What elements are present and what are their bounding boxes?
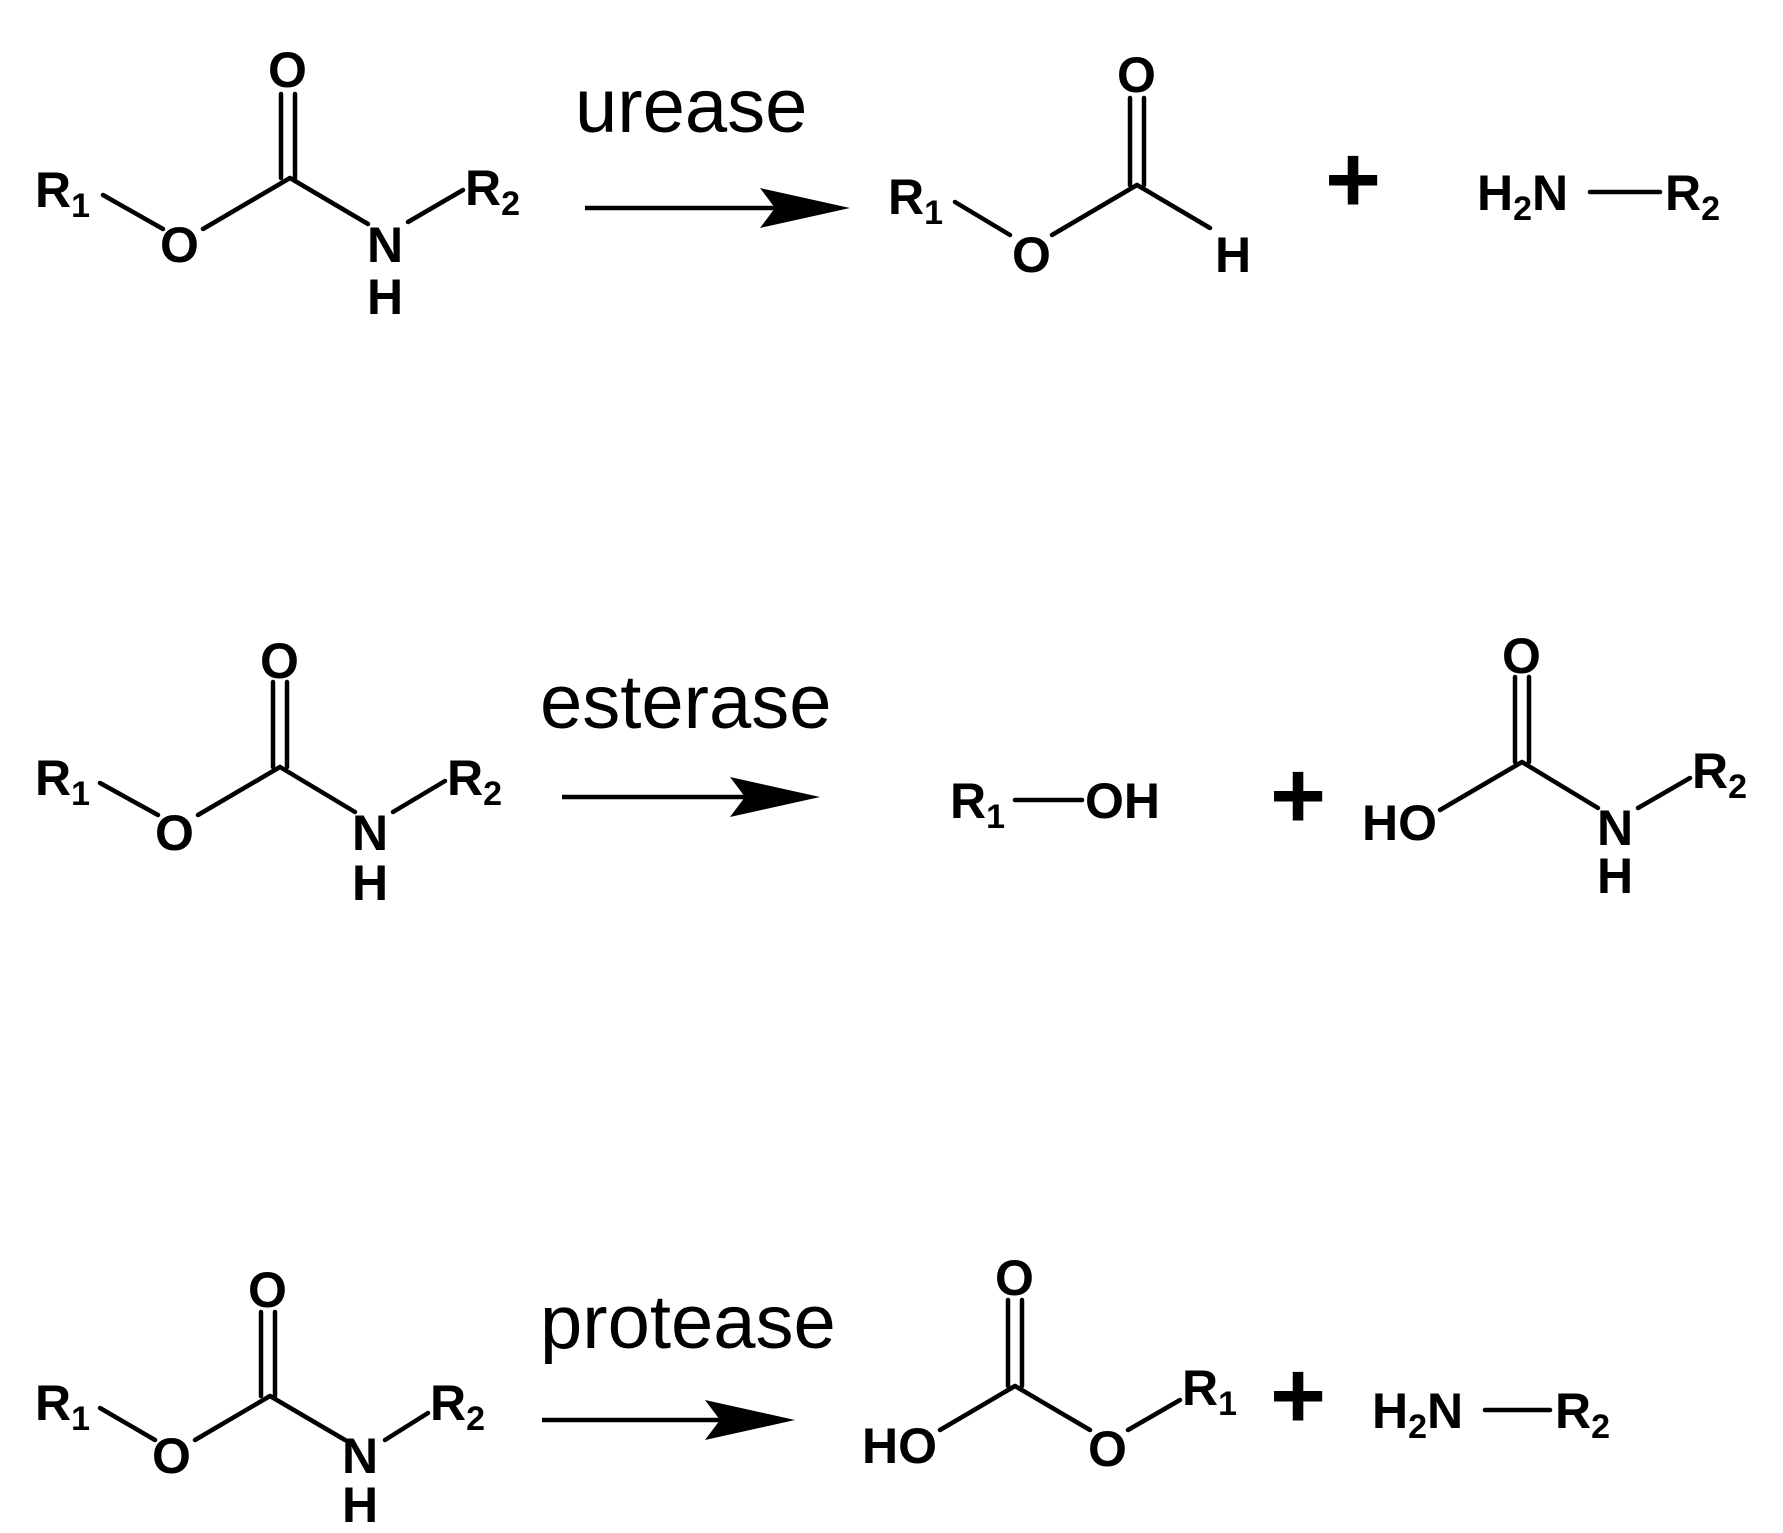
plus-sign: + <box>1270 1342 1326 1449</box>
reaction-protease: R1 O O N H R2 protease HO O O R1 + H2N <box>35 1250 1610 1533</box>
r2-label: R2 <box>1692 743 1747 806</box>
carbonyl-oxygen-label: O <box>1502 628 1541 684</box>
r2-label: R2 <box>447 750 502 813</box>
product-amine: H2N R2 <box>1477 165 1720 228</box>
r2-label: R2 <box>1665 165 1720 228</box>
r1-label: R1 <box>35 750 90 813</box>
substrate-carbamate: R1 O O N H R2 <box>35 1262 485 1533</box>
bond-c-n <box>267 1393 348 1443</box>
r2-label: R2 <box>430 1375 485 1438</box>
r1-label: R1 <box>950 773 1005 836</box>
bond-r1-o <box>952 199 1013 238</box>
arrow-head <box>705 1400 795 1440</box>
nh-hydrogen-label: H <box>352 855 388 911</box>
amine-nh2-label: H2N <box>1477 165 1568 228</box>
product-formate: R1 O O H <box>888 47 1251 283</box>
ester-oxygen-label: O <box>1012 227 1051 283</box>
bond-c-h <box>1134 182 1213 231</box>
ester-oxygen-label: O <box>1088 1421 1127 1477</box>
substrate-carbamate: R1 O O N H R2 <box>35 633 502 911</box>
product-carbamic-acid: HO O N H R2 <box>1362 628 1747 904</box>
bond-o-r1 <box>1125 1397 1183 1433</box>
bond-o-c <box>195 764 283 818</box>
product-amine: H2N R2 <box>1372 1383 1610 1446</box>
nitrogen-label: N <box>367 217 403 273</box>
hydroxyl-label: OH <box>1085 773 1160 829</box>
reaction-arrow <box>585 188 850 228</box>
hydroxyl-label: HO <box>862 1418 937 1474</box>
product-alcohol: R1 OH <box>950 773 1160 836</box>
ester-oxygen-label: O <box>160 217 199 273</box>
plus-sign: + <box>1325 126 1381 233</box>
nh-hydrogen-label: H <box>1597 848 1633 904</box>
bond-r1-o <box>100 192 166 232</box>
bond-c-n <box>287 175 371 227</box>
r1-label: R1 <box>35 1375 90 1438</box>
carbonyl-oxygen-label: O <box>248 1262 287 1318</box>
bond-ho-c <box>937 1383 1018 1433</box>
product-carbonic-monoester: HO O O R1 <box>862 1250 1237 1477</box>
bond-o-c <box>200 175 293 232</box>
reaction-esterase: R1 O O N H R2 esterase R1 OH + HO O N <box>35 628 1747 911</box>
bond-c-n <box>277 764 358 815</box>
enzyme-label: esterase <box>540 660 832 745</box>
arrow-head <box>760 188 850 228</box>
bond-c-n <box>1519 759 1601 811</box>
bond-o-c <box>1049 182 1140 238</box>
amine-nh2-label: H2N <box>1372 1383 1463 1446</box>
plus-sign: + <box>1270 742 1326 849</box>
ester-oxygen-label: O <box>155 805 194 861</box>
bond-o-c <box>192 1393 273 1443</box>
enzyme-label: protease <box>540 1280 836 1365</box>
carbonyl-oxygen-label: O <box>268 42 307 98</box>
bond-c-o <box>1012 1383 1093 1433</box>
enzyme-label: urease <box>575 64 807 149</box>
carbonyl-oxygen-label: O <box>995 1250 1034 1306</box>
carbonyl-oxygen-label: O <box>260 633 299 689</box>
bond-r1-o <box>97 1405 158 1443</box>
bond-n-r2 <box>405 187 466 225</box>
reaction-arrow <box>542 1400 795 1440</box>
arrow-head <box>730 777 820 817</box>
reaction-arrow <box>562 777 820 817</box>
bond-r1-o <box>97 780 161 818</box>
ester-oxygen-label: O <box>152 1428 191 1484</box>
bond-n-r2 <box>390 778 448 815</box>
bond-o-c <box>1437 759 1525 813</box>
carbonyl-oxygen-label: O <box>1117 47 1156 103</box>
nitrogen-label: N <box>352 805 388 861</box>
nitrogen-label: N <box>342 1428 378 1484</box>
nh-hydrogen-label: H <box>342 1477 378 1533</box>
r2-label: R2 <box>1555 1383 1610 1446</box>
bond-n-r2 <box>382 1410 431 1443</box>
r1-label: R1 <box>1182 1360 1237 1423</box>
nitrogen-label: N <box>1597 800 1633 856</box>
formyl-hydrogen-label: H <box>1215 227 1251 283</box>
nh-hydrogen-label: H <box>367 269 403 325</box>
reaction-urease: R1 O O N H R2 urease R1 O O H + H2N <box>35 42 1720 325</box>
bond-n-r2 <box>1635 775 1693 811</box>
r1-label: R1 <box>35 162 90 225</box>
hydroxyl-label: HO <box>1362 795 1437 851</box>
substrate-carbamate: R1 O O N H R2 <box>35 42 520 325</box>
r2-label: R2 <box>465 160 520 223</box>
r1-label: R1 <box>888 169 943 232</box>
